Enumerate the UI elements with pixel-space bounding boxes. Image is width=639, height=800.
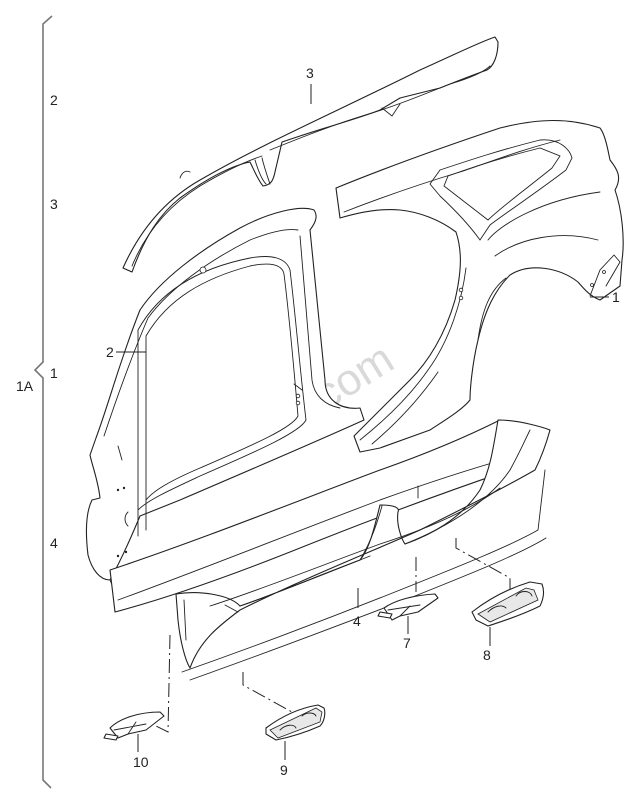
- mount-line-7: [151, 634, 171, 733]
- part-rear-jacking-pad[interactable]: [471, 581, 545, 627]
- part-rear-jack-bracket[interactable]: [377, 593, 439, 621]
- bracket-label-2: 2: [50, 92, 58, 108]
- bracket-label-1: 1: [50, 365, 58, 381]
- callout-10: 8: [483, 647, 491, 663]
- callout-1: 1: [612, 289, 620, 305]
- part-front-jacking-pad[interactable]: [265, 704, 326, 741]
- bracket-label-3: 3: [50, 196, 58, 212]
- callout-3: 3: [306, 65, 314, 81]
- part-roof-side-rail[interactable]: [122, 36, 499, 273]
- part-sill-panel[interactable]: [175, 419, 551, 681]
- bracket-label-4: 4: [50, 535, 58, 551]
- part-front-jack-bracket[interactable]: [103, 711, 165, 741]
- bracket-label-1a: 1A: [16, 378, 34, 394]
- part-rear-side-panel[interactable]: [335, 120, 624, 453]
- callout-7: 10: [133, 754, 149, 770]
- callout-4: 4: [353, 613, 361, 629]
- callout-8: 7: [403, 635, 411, 651]
- callout-9: 9: [280, 762, 288, 778]
- callout-2: 2: [106, 344, 114, 360]
- mount-line-9: [242, 672, 293, 718]
- mount-line-10: [455, 538, 511, 592]
- group-bracket: 2 3 1 1A 4: [16, 15, 58, 789]
